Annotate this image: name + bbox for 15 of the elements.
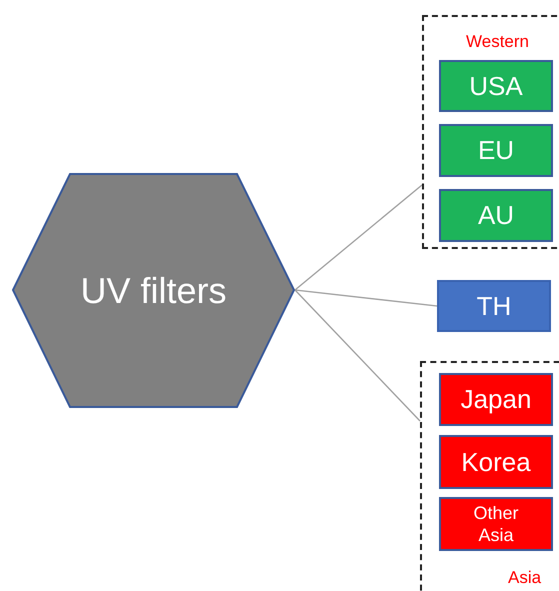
region-box: AU bbox=[439, 189, 553, 242]
region-box: Japan bbox=[439, 373, 553, 426]
dashed-group bbox=[420, 361, 559, 591]
region-box: USA bbox=[439, 60, 553, 112]
region-box: EU bbox=[439, 124, 553, 177]
region-box: Korea bbox=[439, 435, 553, 489]
group-label: Western bbox=[466, 33, 529, 50]
connector-line bbox=[294, 289, 438, 307]
hexagon-label: UV filters bbox=[80, 268, 227, 312]
connector-line bbox=[294, 290, 420, 422]
connector-line bbox=[294, 184, 422, 290]
group-label: Asia bbox=[508, 569, 542, 586]
region-box: TH bbox=[437, 280, 551, 332]
dashed-group bbox=[422, 15, 559, 249]
region-box: Other Asia bbox=[439, 497, 553, 551]
